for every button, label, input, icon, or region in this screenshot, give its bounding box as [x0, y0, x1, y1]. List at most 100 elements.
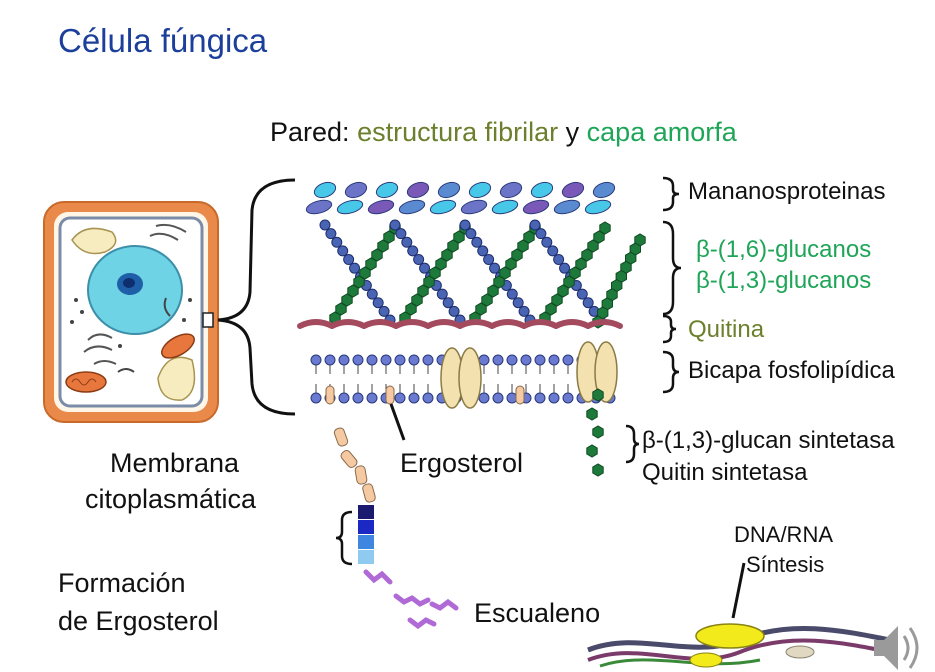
glucan-unit [582, 297, 594, 309]
label-formation-line2: de Ergosterol [58, 606, 219, 636]
glucan-unit [395, 228, 407, 240]
ergosterol-molecule [325, 385, 335, 405]
lipid-head [492, 354, 504, 366]
chitin-fiber [521, 319, 559, 329]
lipid-head [352, 392, 364, 404]
lipid-head [366, 392, 378, 404]
lipid-head [408, 392, 420, 404]
chitin-fiber [393, 319, 431, 329]
lipid-head [310, 392, 322, 404]
glucan-unit [378, 305, 390, 317]
glucan-unit [487, 284, 499, 298]
label-glucan-13: β-(1,3)-glucanos [696, 267, 872, 294]
lipid-head [408, 354, 420, 366]
glucan-unit [359, 266, 371, 280]
glucan-unit [576, 288, 588, 300]
lipid-head [324, 354, 336, 366]
glucan-unit [413, 254, 425, 266]
glucan-unit [435, 257, 447, 271]
brace-escualeno-steps [335, 510, 353, 566]
chitin-fiber [585, 319, 623, 329]
brace-bilayer [662, 350, 680, 394]
glucan-unit [453, 230, 465, 244]
glucan-unit [366, 288, 378, 300]
mannoprotein [398, 199, 426, 215]
lipid-head [352, 354, 364, 366]
speaker-icon[interactable] [874, 626, 919, 670]
ergosterol-molecule [385, 385, 395, 405]
glucan-unit [447, 239, 459, 253]
lipid-head [380, 354, 392, 366]
brace-glucans [662, 220, 682, 316]
glucan-unit [551, 293, 563, 307]
chitin-fiber [361, 319, 399, 329]
glucan-chains [319, 219, 646, 329]
chitin-fiber [329, 319, 367, 329]
wall-heading: Pared: estructura fibrilar y capa amorfa [270, 117, 737, 148]
glucan-unit [419, 262, 431, 274]
glucan-unit [429, 266, 441, 280]
lipid-head [506, 354, 518, 366]
label-chitin: Quitina [688, 316, 765, 343]
chitin-unit [592, 388, 604, 402]
glucan-unit [553, 254, 565, 266]
mannoprotein [561, 181, 585, 199]
lipid-head [492, 392, 504, 404]
glucan-unit [547, 245, 559, 257]
lipid-head [548, 392, 560, 404]
glucan-unit [341, 293, 353, 307]
mannoprotein [522, 199, 550, 215]
glucan-unit [483, 254, 495, 266]
mannoprotein [592, 181, 616, 199]
glucan-unit [518, 305, 530, 317]
mannoprotein [553, 199, 581, 215]
glucan-unit [335, 302, 347, 316]
lipid-head [310, 354, 322, 366]
mannoprotein [313, 181, 337, 199]
chitin-fiber [297, 319, 335, 329]
label-membrane-line1: Membrana [110, 448, 240, 478]
glucan-unit [471, 236, 483, 248]
glucan-synthase-protein [440, 347, 482, 409]
glucan-unit [349, 262, 361, 274]
mannoprotein [367, 199, 395, 215]
glucan-unit [353, 275, 365, 289]
chitin-fiber [457, 319, 495, 329]
glucan-unit [505, 257, 517, 271]
glucan-unit [319, 219, 331, 231]
mannoprotein [429, 199, 457, 215]
glucan-unit [465, 228, 477, 240]
cell-zoom-brace [217, 178, 296, 416]
glucan-unit [459, 219, 471, 231]
glucan-unit [389, 219, 401, 231]
glucan-unit [563, 275, 575, 289]
chitin-fiber [425, 319, 463, 329]
label-glucan-16: β-(1,6)-glucanos [696, 236, 872, 263]
glucan-unit [587, 239, 599, 253]
mannoprotein [468, 181, 492, 199]
mannoprotein [344, 181, 368, 199]
label-glucan-synthase: β-(1,3)-glucan sintetasa [642, 427, 895, 454]
lipid-head [366, 354, 378, 366]
glucan-unit [511, 248, 523, 262]
glucan-unit [337, 245, 349, 257]
page-title: Célula fúngica [58, 22, 268, 59]
glucan-unit [499, 266, 511, 280]
mannoprotein [499, 181, 523, 199]
glucan-unit [517, 239, 529, 253]
glucan-unit [477, 245, 489, 257]
chitin-synthase-protein [576, 341, 618, 403]
chitin-layer [297, 319, 623, 329]
glucan-unit [365, 257, 377, 271]
glucan-unit [475, 302, 487, 316]
lipid-head [534, 392, 546, 404]
chitin-fiber [489, 319, 527, 329]
brace-enzymes [625, 424, 640, 464]
glucan-unit [506, 288, 518, 300]
glucan-unit [512, 297, 524, 309]
brace-mannoproteins [662, 176, 680, 212]
glucan-unit [523, 230, 535, 244]
glucan-unit [372, 297, 384, 309]
glucan-unit [405, 302, 417, 316]
glucan-unit [347, 284, 359, 298]
